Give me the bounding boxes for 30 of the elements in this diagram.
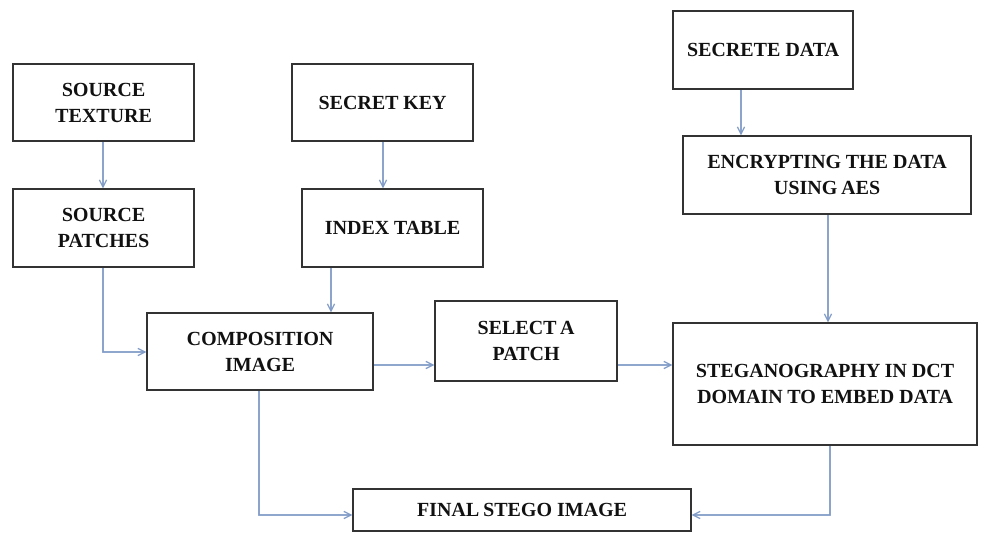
arrow (98, 142, 108, 188)
box-label: SOURCE PATCHES (56, 203, 150, 254)
process-box (146, 312, 374, 391)
process-box (434, 300, 618, 382)
arrow (692, 446, 831, 520)
box-label: INDEX TABLE (324, 216, 460, 241)
arrow (102, 268, 146, 356)
process-box (12, 188, 195, 268)
arrow (374, 360, 434, 370)
process-box (12, 63, 195, 142)
arrow (736, 90, 746, 135)
box-label: SELECT A PATCH (476, 316, 576, 367)
box-label: ENCRYPTING THE DATA USING AES (706, 150, 948, 201)
arrow (824, 215, 832, 322)
process-box (682, 135, 972, 215)
process-box (301, 188, 484, 268)
process-box (672, 322, 978, 446)
box-label: SECRETE DATA (686, 38, 840, 63)
process-box (352, 488, 692, 532)
box-label: COMPOSITION IMAGE (186, 326, 334, 378)
box-label: SECRET KEY (318, 90, 446, 116)
box-label: SOURCE TEXTURE (54, 78, 153, 128)
box-label: FINAL STEGO IMAGE (416, 498, 628, 523)
arrow (618, 360, 672, 370)
process-box (291, 63, 474, 142)
box-label: STEGANOGRAPHY IN DCT DOMAIN TO EMBED DATA (694, 359, 956, 410)
arrow (326, 268, 336, 312)
arrow (258, 391, 352, 520)
process-box (672, 10, 854, 90)
arrow (378, 142, 388, 188)
